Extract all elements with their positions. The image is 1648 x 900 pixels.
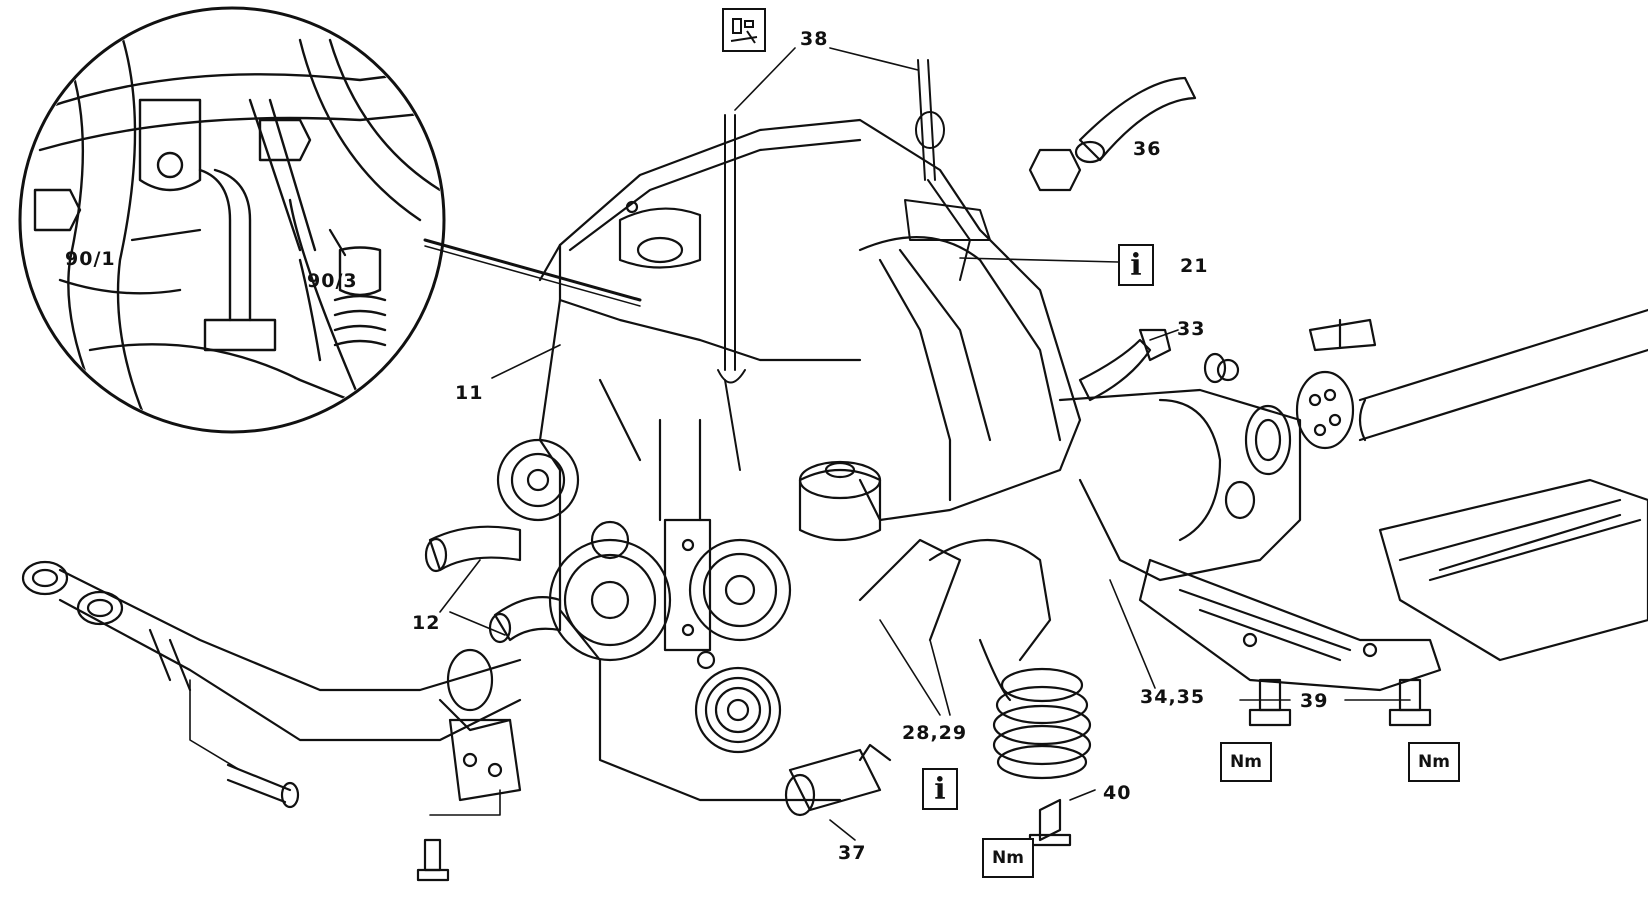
label-39: 39 (1300, 690, 1329, 712)
detail-magnifier (18, 6, 642, 434)
label-33: 33 (1177, 318, 1206, 340)
special-tool-icon (722, 8, 766, 52)
label-11: 11 (455, 382, 484, 404)
info-icon-28-29: i (922, 768, 958, 810)
label-21: 21 (1180, 255, 1209, 277)
label-37: 37 (838, 842, 867, 864)
label-90-3: 90/3 (307, 270, 358, 292)
engine-mount (992, 667, 1092, 847)
torque-icon-39-right: Nm (1408, 742, 1460, 782)
label-28-29: 28,29 (902, 722, 968, 744)
engine-block (496, 118, 1082, 817)
torque-icon-40: Nm (982, 838, 1034, 878)
label-12: 12 (412, 612, 441, 634)
lifting-chains (717, 59, 991, 471)
transmission (1058, 308, 1648, 692)
label-38: 38 (800, 28, 829, 50)
exhaust-pipe (21, 560, 522, 802)
label-34-35: 34,35 (1140, 686, 1206, 708)
label-40: 40 (1103, 782, 1132, 804)
label-36: 36 (1133, 138, 1162, 160)
torque-icon-39-left: Nm (1220, 742, 1272, 782)
info-icon-21: i (1118, 244, 1154, 286)
leader-lines (189, 47, 1411, 841)
label-90-1: 90/1 (65, 248, 116, 270)
